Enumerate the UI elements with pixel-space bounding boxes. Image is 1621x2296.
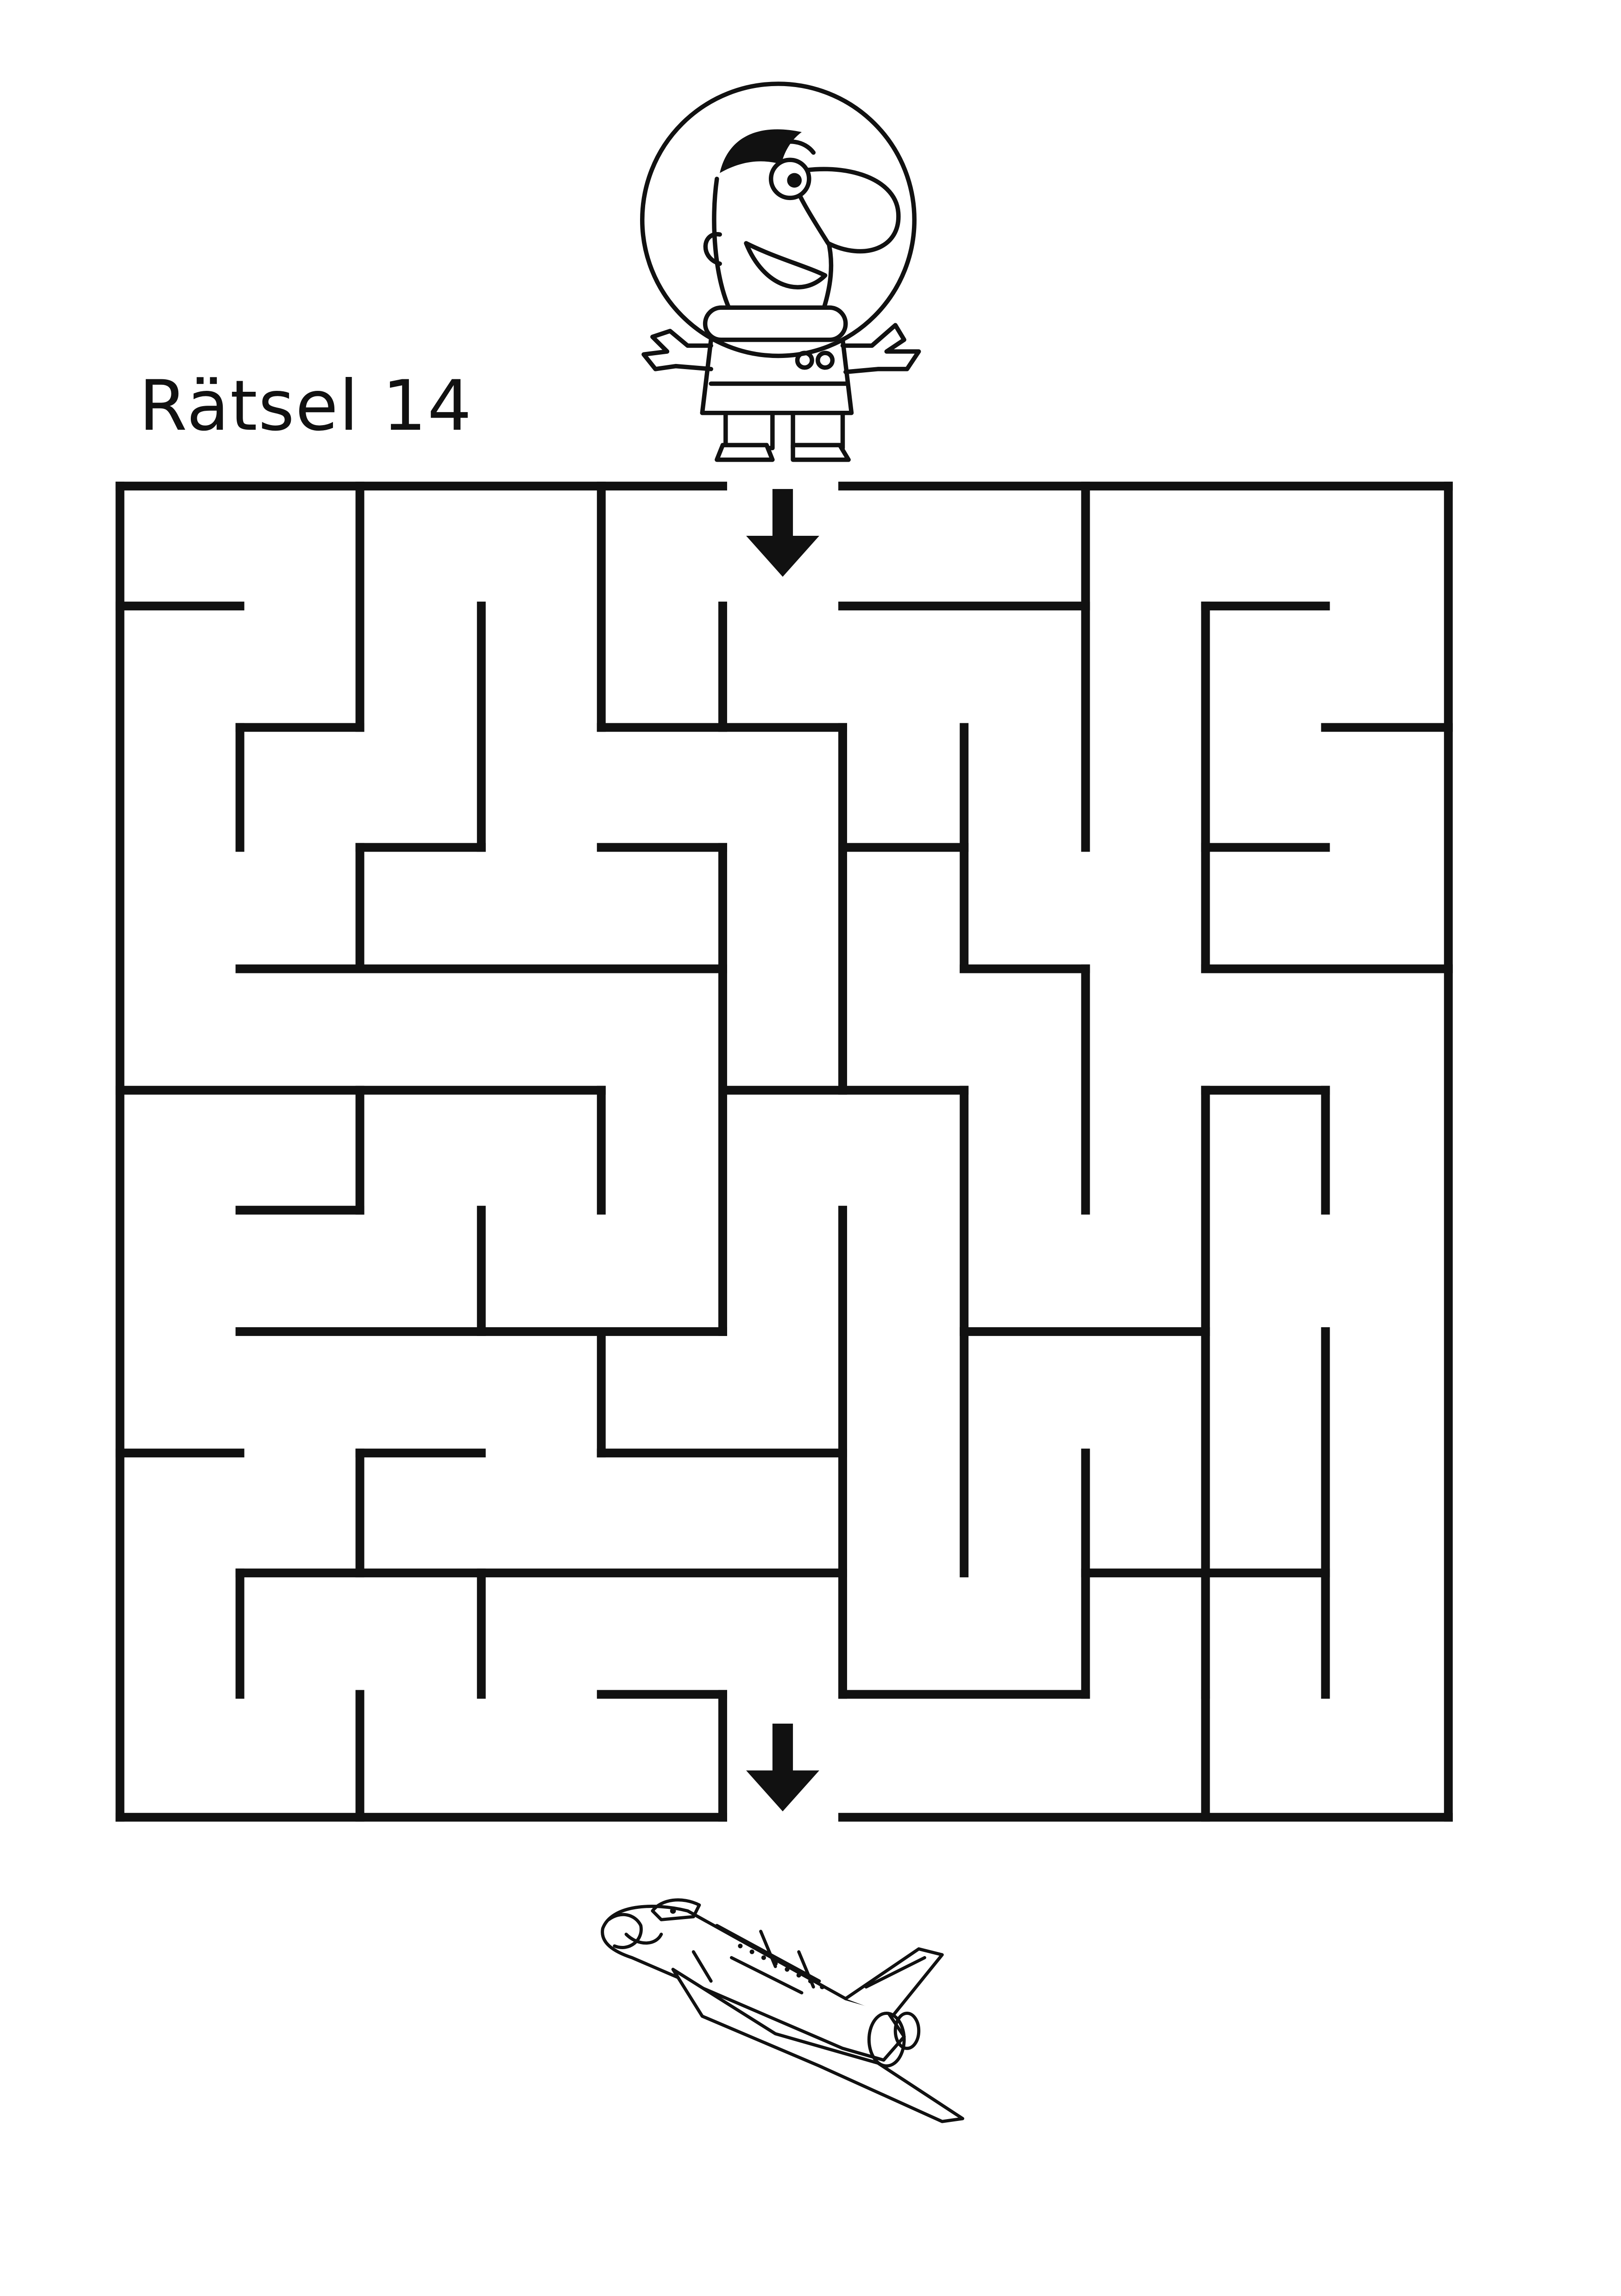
entry-arrow-icon — [746, 489, 819, 577]
maze-walls — [115, 482, 1453, 1822]
space-shuttle-icon — [601, 1898, 964, 2123]
puzzle-title: Rätsel 14 — [139, 366, 473, 446]
exit-arrow-icon — [746, 1724, 819, 1812]
astronaut-icon — [640, 82, 921, 462]
